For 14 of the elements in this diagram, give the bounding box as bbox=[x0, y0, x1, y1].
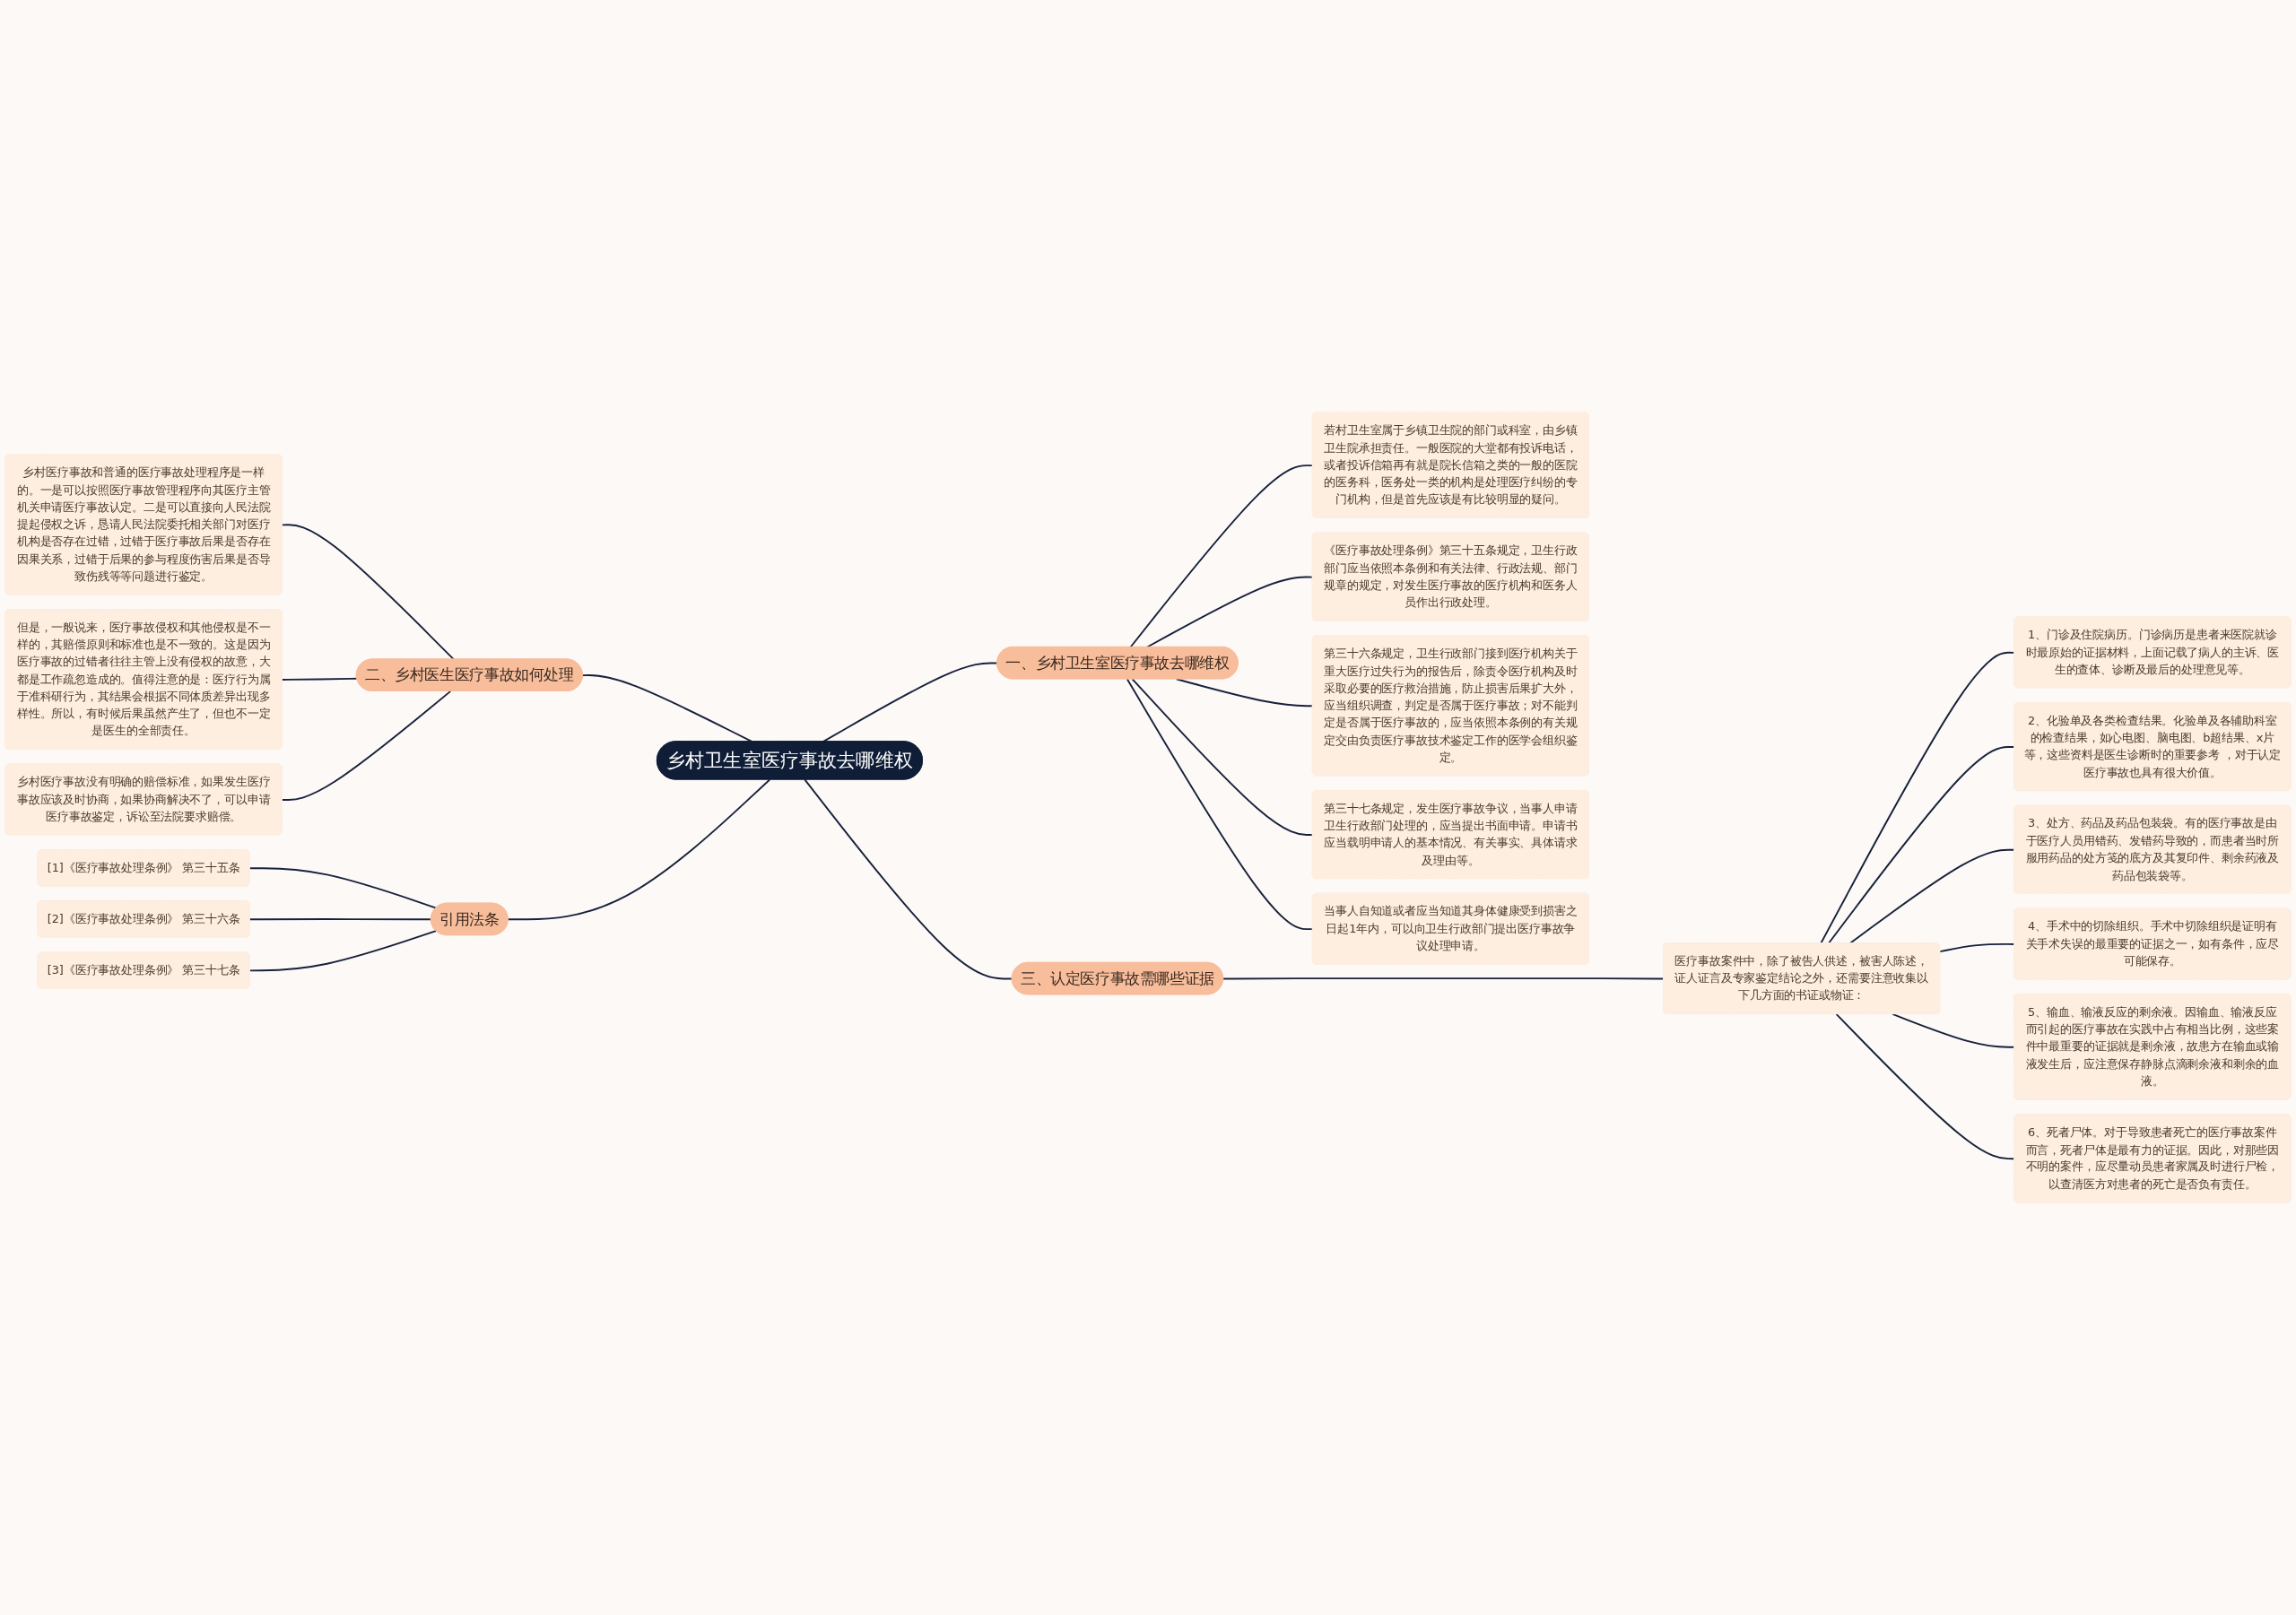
connector bbox=[281, 690, 452, 801]
connector bbox=[248, 930, 438, 972]
connector bbox=[1145, 576, 1314, 648]
connector bbox=[507, 778, 771, 921]
connector bbox=[248, 867, 438, 909]
connector bbox=[281, 524, 455, 661]
connector bbox=[1222, 977, 1665, 980]
connector bbox=[1175, 678, 1314, 708]
connector bbox=[1131, 678, 1314, 836]
connector bbox=[1126, 678, 1314, 931]
connector bbox=[804, 778, 1013, 980]
connector bbox=[1129, 465, 1314, 648]
connector bbox=[248, 918, 432, 921]
connector bbox=[281, 677, 358, 681]
